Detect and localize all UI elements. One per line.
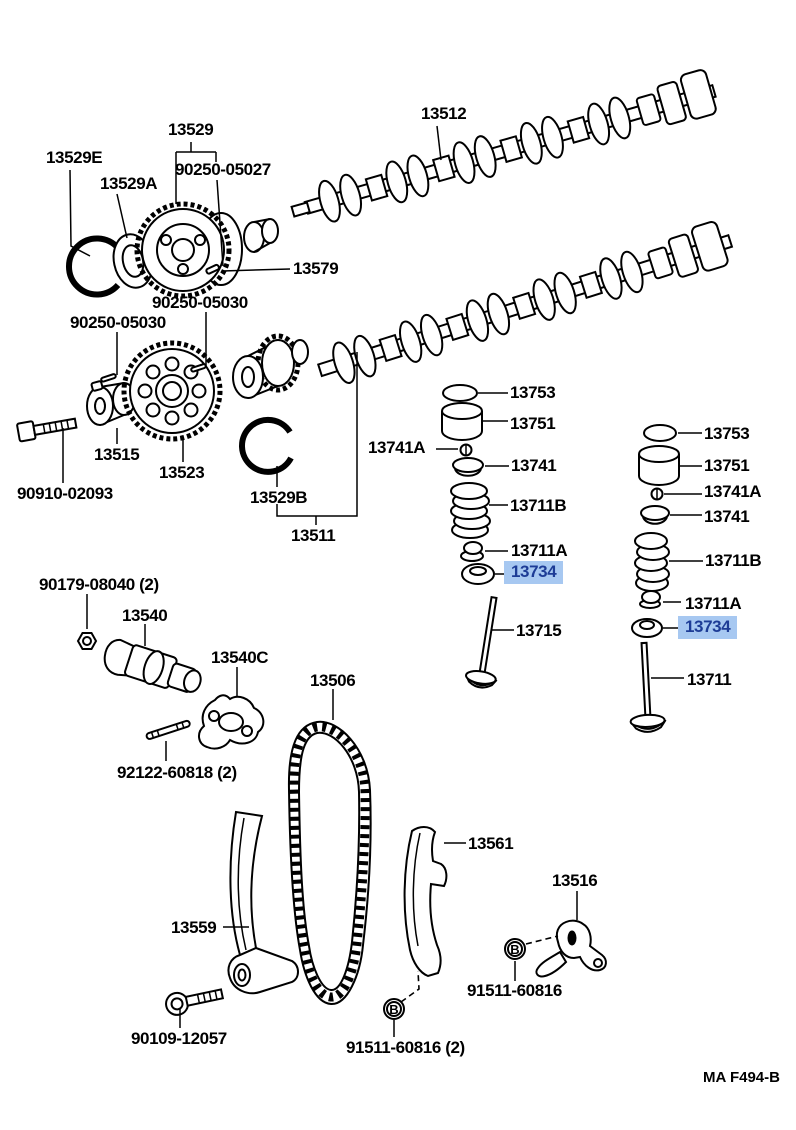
part-label-90250-05030-lower[interactable]: 90250-05030 [70, 313, 166, 332]
part-label-13734-right-highlighted[interactable]: 13734 [678, 616, 738, 639]
lifter-13751-mid [441, 402, 483, 442]
part-label-13559[interactable]: 13559 [171, 918, 217, 937]
spring-13711b-mid [450, 482, 491, 539]
drawing-valve-stack-right [629, 424, 680, 733]
snap-ring-13529e [66, 235, 121, 298]
part-label-13529a[interactable]: 13529A [100, 174, 158, 193]
drawing-bracket-13516 [535, 919, 607, 978]
pin-13579 [205, 263, 220, 275]
drawing-valve-stack-mid [441, 384, 498, 689]
part-label-13753-mid[interactable]: 13753 [510, 383, 556, 402]
hub-13515 [86, 380, 136, 426]
drawing-damper-13561 [403, 826, 448, 978]
part-label-13741-right[interactable]: 13741 [704, 507, 750, 526]
lifter-13751-right [638, 445, 680, 487]
drawing-timing-gear-13529-group [66, 201, 279, 299]
drawing-tensioner-13559 [227, 810, 299, 995]
seat-13711a-right [639, 590, 661, 609]
part-label-13523[interactable]: 13523 [159, 463, 205, 482]
bolt-90910-02093 [16, 417, 78, 443]
part-label-13711a-mid[interactable]: 13711A [511, 541, 568, 560]
part-label-90179-08040[interactable]: 90179-08040 (2) [39, 575, 159, 594]
part-label-13741a-mid[interactable]: 13741A [368, 438, 426, 457]
part-label-13529[interactable]: 13529 [168, 120, 214, 139]
part-label-13734-mid-highlighted[interactable]: 13734 [504, 561, 564, 584]
valve-13711 [629, 641, 667, 733]
part-label-13711a-right[interactable]: 13711A [685, 594, 742, 613]
part-label-13540[interactable]: 13540 [122, 606, 168, 625]
drawing-chain-13506 [287, 720, 372, 1006]
part-label-13711b-mid[interactable]: 13711B [510, 496, 567, 515]
seal-13734-right [631, 618, 663, 638]
drawing-ocv-13540-group [76, 632, 265, 750]
key-90250-05030-lower [100, 373, 117, 383]
gear-hub [243, 218, 279, 253]
lock-13741a-right [650, 487, 664, 501]
ocv-body-13540 [103, 638, 202, 693]
part-label-13579[interactable]: 13579 [293, 259, 339, 278]
valve-13715 [465, 595, 498, 689]
part-label-13540c[interactable]: 13540C [211, 648, 269, 667]
leader-lines [62, 125, 703, 1037]
seal-13734-mid [461, 563, 495, 585]
part-label-13715[interactable]: 13715 [516, 621, 562, 640]
gear-13529 [134, 201, 232, 299]
part-label-91511-60816-2[interactable]: 91511-60816 (2) [346, 1038, 465, 1057]
part-label-13753-right[interactable]: 13753 [704, 424, 750, 443]
part-label-90109-12057[interactable]: 90109-12057 [131, 1029, 227, 1048]
drawing-camshaft-no2 [316, 220, 734, 384]
sprocket-13523 [121, 340, 223, 442]
lock-13741a-mid [459, 443, 473, 457]
part-label-90250-05030-upper[interactable]: 90250-05030 [152, 293, 248, 312]
bolt-callout-b-lower[interactable]: B [383, 998, 405, 1020]
part-label-13561[interactable]: 13561 [468, 834, 514, 853]
part-label-13529e[interactable]: 13529E [46, 148, 103, 167]
part-label-13751-mid[interactable]: 13751 [510, 414, 556, 433]
shim-13753-mid [442, 384, 478, 402]
retainer-13741-mid [452, 457, 484, 477]
cam2-drive-gear [232, 333, 309, 399]
part-label-13711b-right[interactable]: 13711B [705, 551, 762, 570]
bolt-callout-b-lower-label: B [389, 1002, 398, 1017]
drawing-camshaft-13512 [290, 69, 717, 223]
part-label-13751-right[interactable]: 13751 [704, 456, 750, 475]
nut-90179-08040 [76, 632, 98, 650]
diagram-code: MA F494-B [703, 1069, 780, 1086]
shim-13753-right [643, 424, 677, 442]
bolt-callout-b-right-label: B [510, 942, 519, 957]
part-label-13516[interactable]: 13516 [552, 871, 598, 890]
gasket-13540c [198, 694, 265, 750]
part-label-91511-60816-right[interactable]: 91511-60816 [467, 981, 562, 1000]
drawing-bolt-90109-12057 [165, 988, 225, 1016]
part-label-13506[interactable]: 13506 [310, 671, 356, 690]
bolt-callout-b-right[interactable]: B [504, 938, 526, 960]
ring-13529b [239, 416, 294, 475]
spring-13711b-right [634, 532, 670, 592]
stud-92122-60818 [145, 719, 191, 740]
part-label-13512[interactable]: 13512 [421, 104, 467, 123]
part-label-13741a-right[interactable]: 13741A [704, 482, 762, 501]
part-label-13741-mid[interactable]: 13741 [511, 456, 557, 475]
part-label-13515[interactable]: 13515 [94, 445, 140, 464]
drawing-sub-gear-13523-group [16, 333, 309, 475]
part-label-13529b[interactable]: 13529B [250, 488, 308, 507]
retainer-13741-right [640, 505, 670, 525]
part-label-13511[interactable]: 13511 [291, 526, 336, 545]
part-label-90250-05027[interactable]: 90250-05027 [175, 160, 271, 179]
part-label-90910-02093[interactable]: 90910-02093 [17, 484, 113, 503]
part-label-13711-right[interactable]: 13711 [687, 670, 732, 689]
part-label-92122-60818[interactable]: 92122-60818 (2) [117, 763, 237, 782]
seat-13711a-mid [460, 541, 484, 562]
